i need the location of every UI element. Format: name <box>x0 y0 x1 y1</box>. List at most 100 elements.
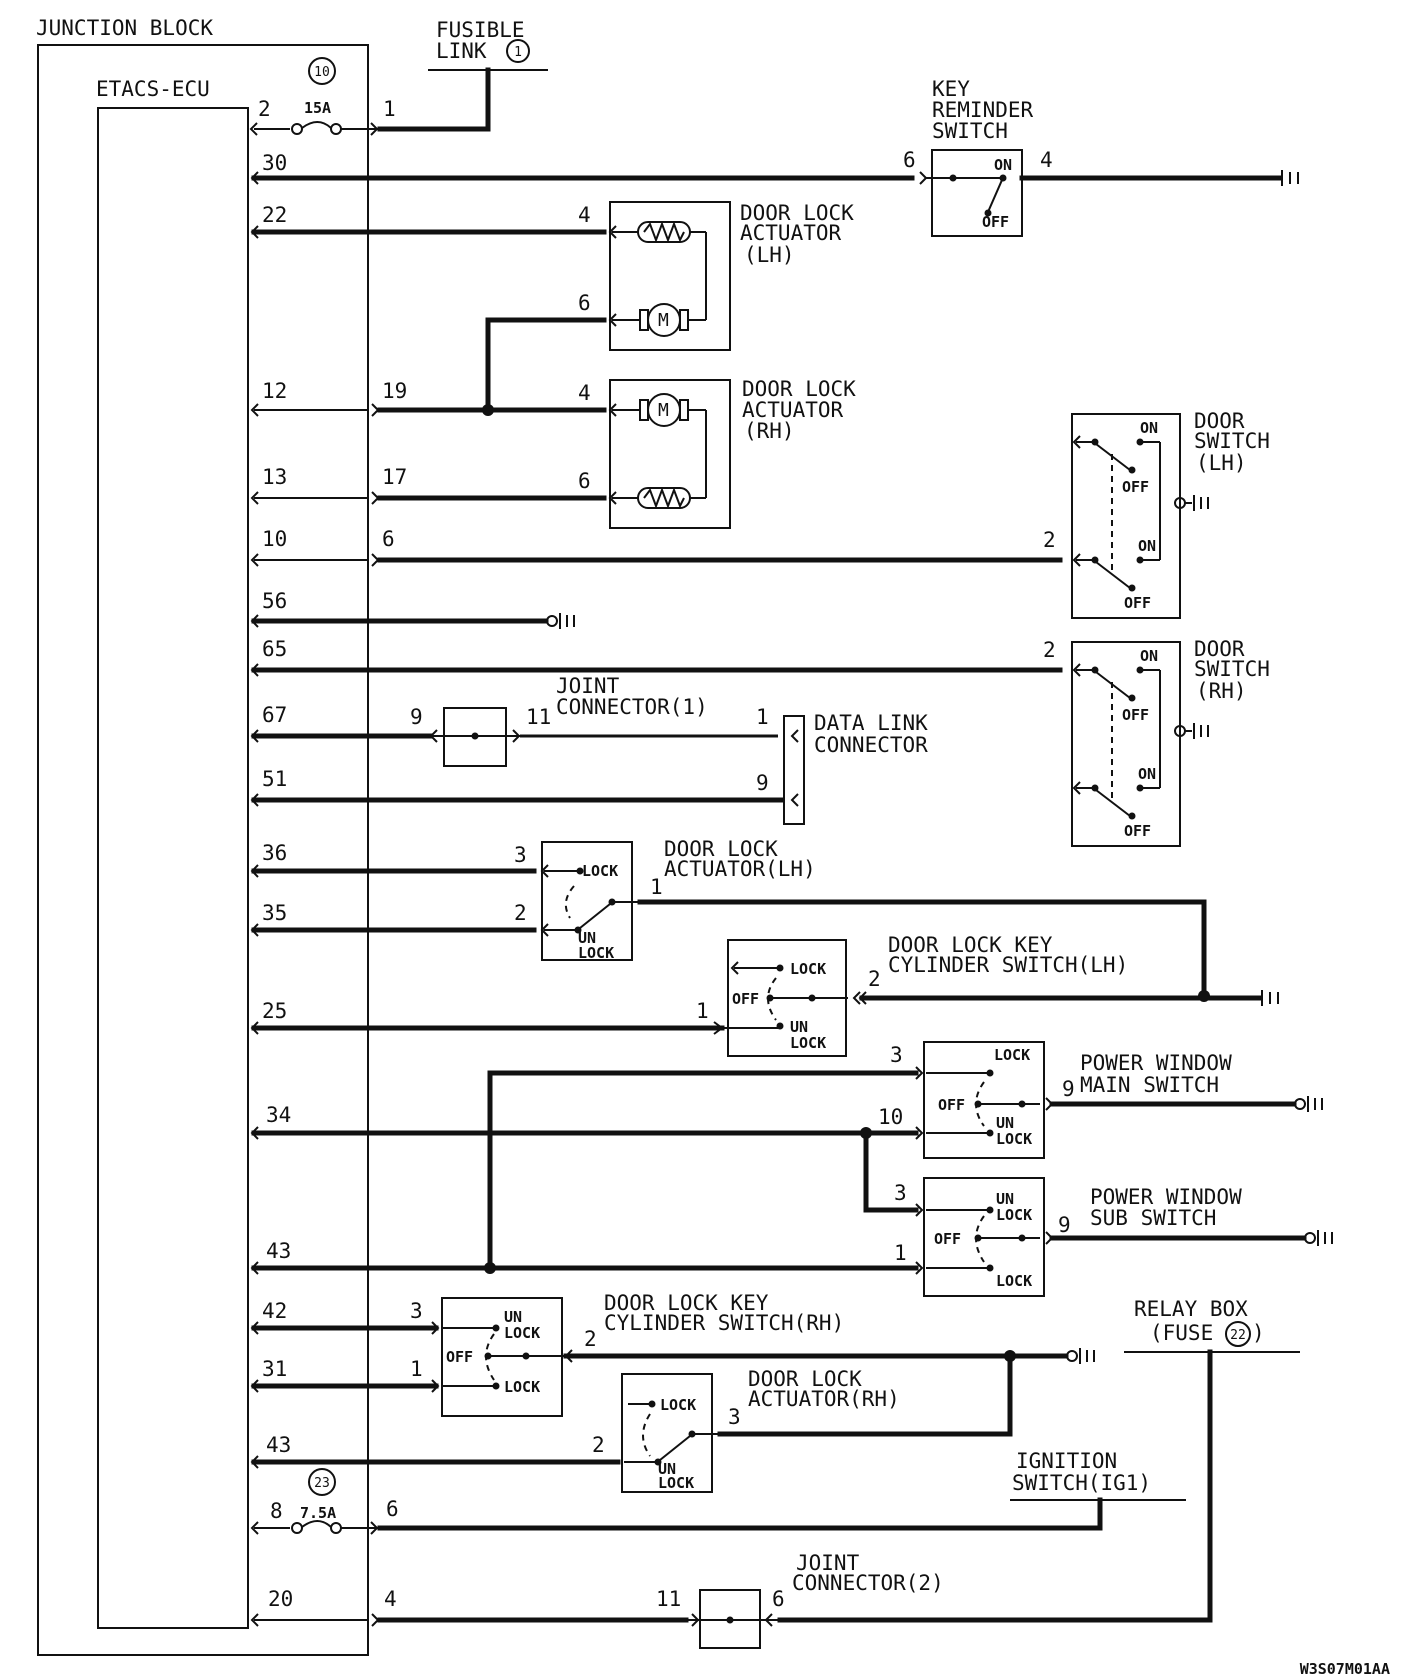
key-cyl-rh-pin-3: 3 <box>410 1299 423 1323</box>
power-window-main-label-2: MAIN SWITCH <box>1080 1073 1219 1097</box>
ecu-pin-67: 67 <box>262 703 287 727</box>
pw-sub-pin-3: 3 <box>894 1181 907 1205</box>
door-switch-lh-label-3: (LH) <box>1196 451 1247 475</box>
data-link-label-2: CONNECTOR <box>814 733 928 757</box>
key-reminder-label-3: SWITCH <box>932 119 1008 143</box>
svg-text:ON: ON <box>1138 537 1156 555</box>
pw-sub-pin-1: 1 <box>894 1241 907 1265</box>
svg-text:ON: ON <box>1140 419 1158 437</box>
pw-main-internals: LOCK OFF UN LOCK <box>915 1046 1054 1148</box>
wire-actuator-rh2-3 <box>717 1353 1013 1437</box>
ecu-pin-30: 30 <box>262 151 287 175</box>
ground-icon <box>1294 1096 1323 1112</box>
fuse10-rating: 15A <box>304 99 331 117</box>
door-switch-lh-pin-2: 2 <box>1043 528 1056 552</box>
joint-connector2-label-2: CONNECTOR(2) <box>792 1571 944 1595</box>
key-reminder-box <box>931 149 1023 237</box>
ecu-pin-20: 20 <box>268 1587 293 1611</box>
fusible-link-label-1: FUSIBLE <box>436 18 525 42</box>
key-cyl-rh-pin-2: 2 <box>584 1327 597 1351</box>
ground-icon <box>546 613 575 629</box>
fuse23-number: 23 <box>314 1476 330 1491</box>
door-lock-actuator-lh-label-2: ACTUATOR <box>740 221 842 245</box>
etacs-ecu-title: ETACS-ECU <box>96 77 210 101</box>
svg-text:ON: ON <box>1140 647 1158 665</box>
svg-text:OFF: OFF <box>1124 594 1151 612</box>
fuse23-number-circle <box>308 1468 336 1496</box>
svg-text:UN: UN <box>578 929 596 947</box>
joint-connector1-pin-11: 11 <box>526 705 551 729</box>
svg-text:LOCK: LOCK <box>504 1378 540 1396</box>
data-link-pin-1: 1 <box>756 705 769 729</box>
power-window-main-label-1: POWER WINDOW <box>1080 1051 1232 1075</box>
power-window-sub-label-1: POWER WINDOW <box>1090 1185 1242 1209</box>
pw-sub-internals: UN LOCK OFF LOCK <box>915 1190 1054 1290</box>
power-window-main-switch-box <box>923 1041 1045 1159</box>
key-reminder-label-2: REMINDER <box>932 98 1034 122</box>
key-cyl-lh-pin-1: 1 <box>696 999 709 1023</box>
ecu-pin-42: 42 <box>262 1299 287 1323</box>
svg-text:LOCK: LOCK <box>504 1324 540 1342</box>
pw-main-pin-9: 9 <box>1062 1077 1075 1101</box>
key-reminder-pin-6: 6 <box>903 148 916 172</box>
svg-text:OFF: OFF <box>1124 822 1151 840</box>
svg-text:LOCK: LOCK <box>994 1046 1030 1064</box>
relay-box-label-1: RELAY BOX <box>1134 1297 1248 1321</box>
ecu-pin-13: 13 <box>262 465 287 489</box>
ecu-pin-25: 25 <box>262 999 287 1023</box>
wire-43-bus <box>487 1070 919 1271</box>
door-lock-key-cylinder-lh-label-1: DOOR LOCK KEY <box>888 933 1053 957</box>
key-cyl-lh-internals: LOCK OFF UN LOCK <box>724 960 867 1052</box>
door-lock-actuator-lh2-label-2: ACTUATOR(LH) <box>664 857 816 881</box>
fuse10-number: 10 <box>314 65 330 80</box>
ecu-pin-10: 10 <box>262 527 287 551</box>
fuse10-number-circle <box>308 57 336 85</box>
actuator-rh2-internals: LOCK UN LOCK <box>624 1396 720 1492</box>
ecu-pin-43b: 43 <box>266 1433 291 1457</box>
pw-main-pin-10: 10 <box>878 1105 903 1129</box>
ecu-pin-43a: 43 <box>266 1239 291 1263</box>
ecu-pin-35: 35 <box>262 901 287 925</box>
key-cyl-lh-pin-2: 2 <box>868 967 881 991</box>
wire-34-to-sub <box>863 1130 919 1213</box>
door-lock-actuator-lh2-label-1: DOOR LOCK <box>664 837 778 861</box>
jb-pin-6a: 6 <box>382 527 395 551</box>
svg-text:LOCK: LOCK <box>578 944 614 962</box>
ecu-pin-56: 56 <box>262 589 287 613</box>
fuse23-symbol <box>250 1520 379 1535</box>
svg-text:LOCK: LOCK <box>996 1206 1032 1224</box>
wire-actuator-lh-6 <box>485 317 607 413</box>
relay-box-label-3: ) <box>1252 1321 1265 1345</box>
joint-connector1-label-1: JOINT <box>556 674 620 698</box>
svg-text:OFF: OFF <box>934 1230 961 1248</box>
fusible-link-number-circle <box>506 39 530 63</box>
actuator-rh-internals: M <box>608 393 707 509</box>
key-reminder-label-1: KEY <box>932 77 970 101</box>
actuator-lh2-internals: LOCK UN LOCK <box>540 862 640 962</box>
svg-text:UN: UN <box>658 1460 676 1478</box>
actuator-rh2-pin-3: 3 <box>728 1405 741 1429</box>
svg-text:M: M <box>658 400 669 421</box>
door-lock-actuator-lh-label-3: (LH) <box>744 243 795 267</box>
svg-text:LOCK: LOCK <box>996 1130 1032 1148</box>
svg-text:M: M <box>658 310 669 331</box>
pw-main-pin-3: 3 <box>890 1043 903 1067</box>
svg-text:LOCK: LOCK <box>658 1474 694 1492</box>
door-lock-actuator-rh-label-3: (RH) <box>744 419 795 443</box>
door-switch-rh-box <box>1071 641 1181 847</box>
data-link-label-1: DATA LINK <box>814 711 928 735</box>
door-lock-actuator-rh2-label-2: ACTUATOR(RH) <box>748 1387 900 1411</box>
ecu-pin-31: 31 <box>262 1357 287 1381</box>
door-switch-lh-box <box>1071 413 1181 619</box>
key-reminder-switch: ON OFF <box>919 156 1012 231</box>
door-switch-lh-label-1: DOOR <box>1194 409 1245 433</box>
door-lock-key-cylinder-rh-label-1: DOOR LOCK KEY <box>604 1291 769 1315</box>
key-reminder-pin-4: 4 <box>1040 148 1053 172</box>
svg-text:LOCK: LOCK <box>790 1034 826 1052</box>
svg-text:OFF: OFF <box>938 1096 965 1114</box>
wire-relay-box <box>777 1349 1213 1623</box>
fusible-link-label-2: LINK <box>436 39 487 63</box>
svg-text:LOCK: LOCK <box>660 1396 696 1414</box>
joint-connector2-pin-6: 6 <box>772 1587 785 1611</box>
ground-icon <box>1281 170 1299 186</box>
